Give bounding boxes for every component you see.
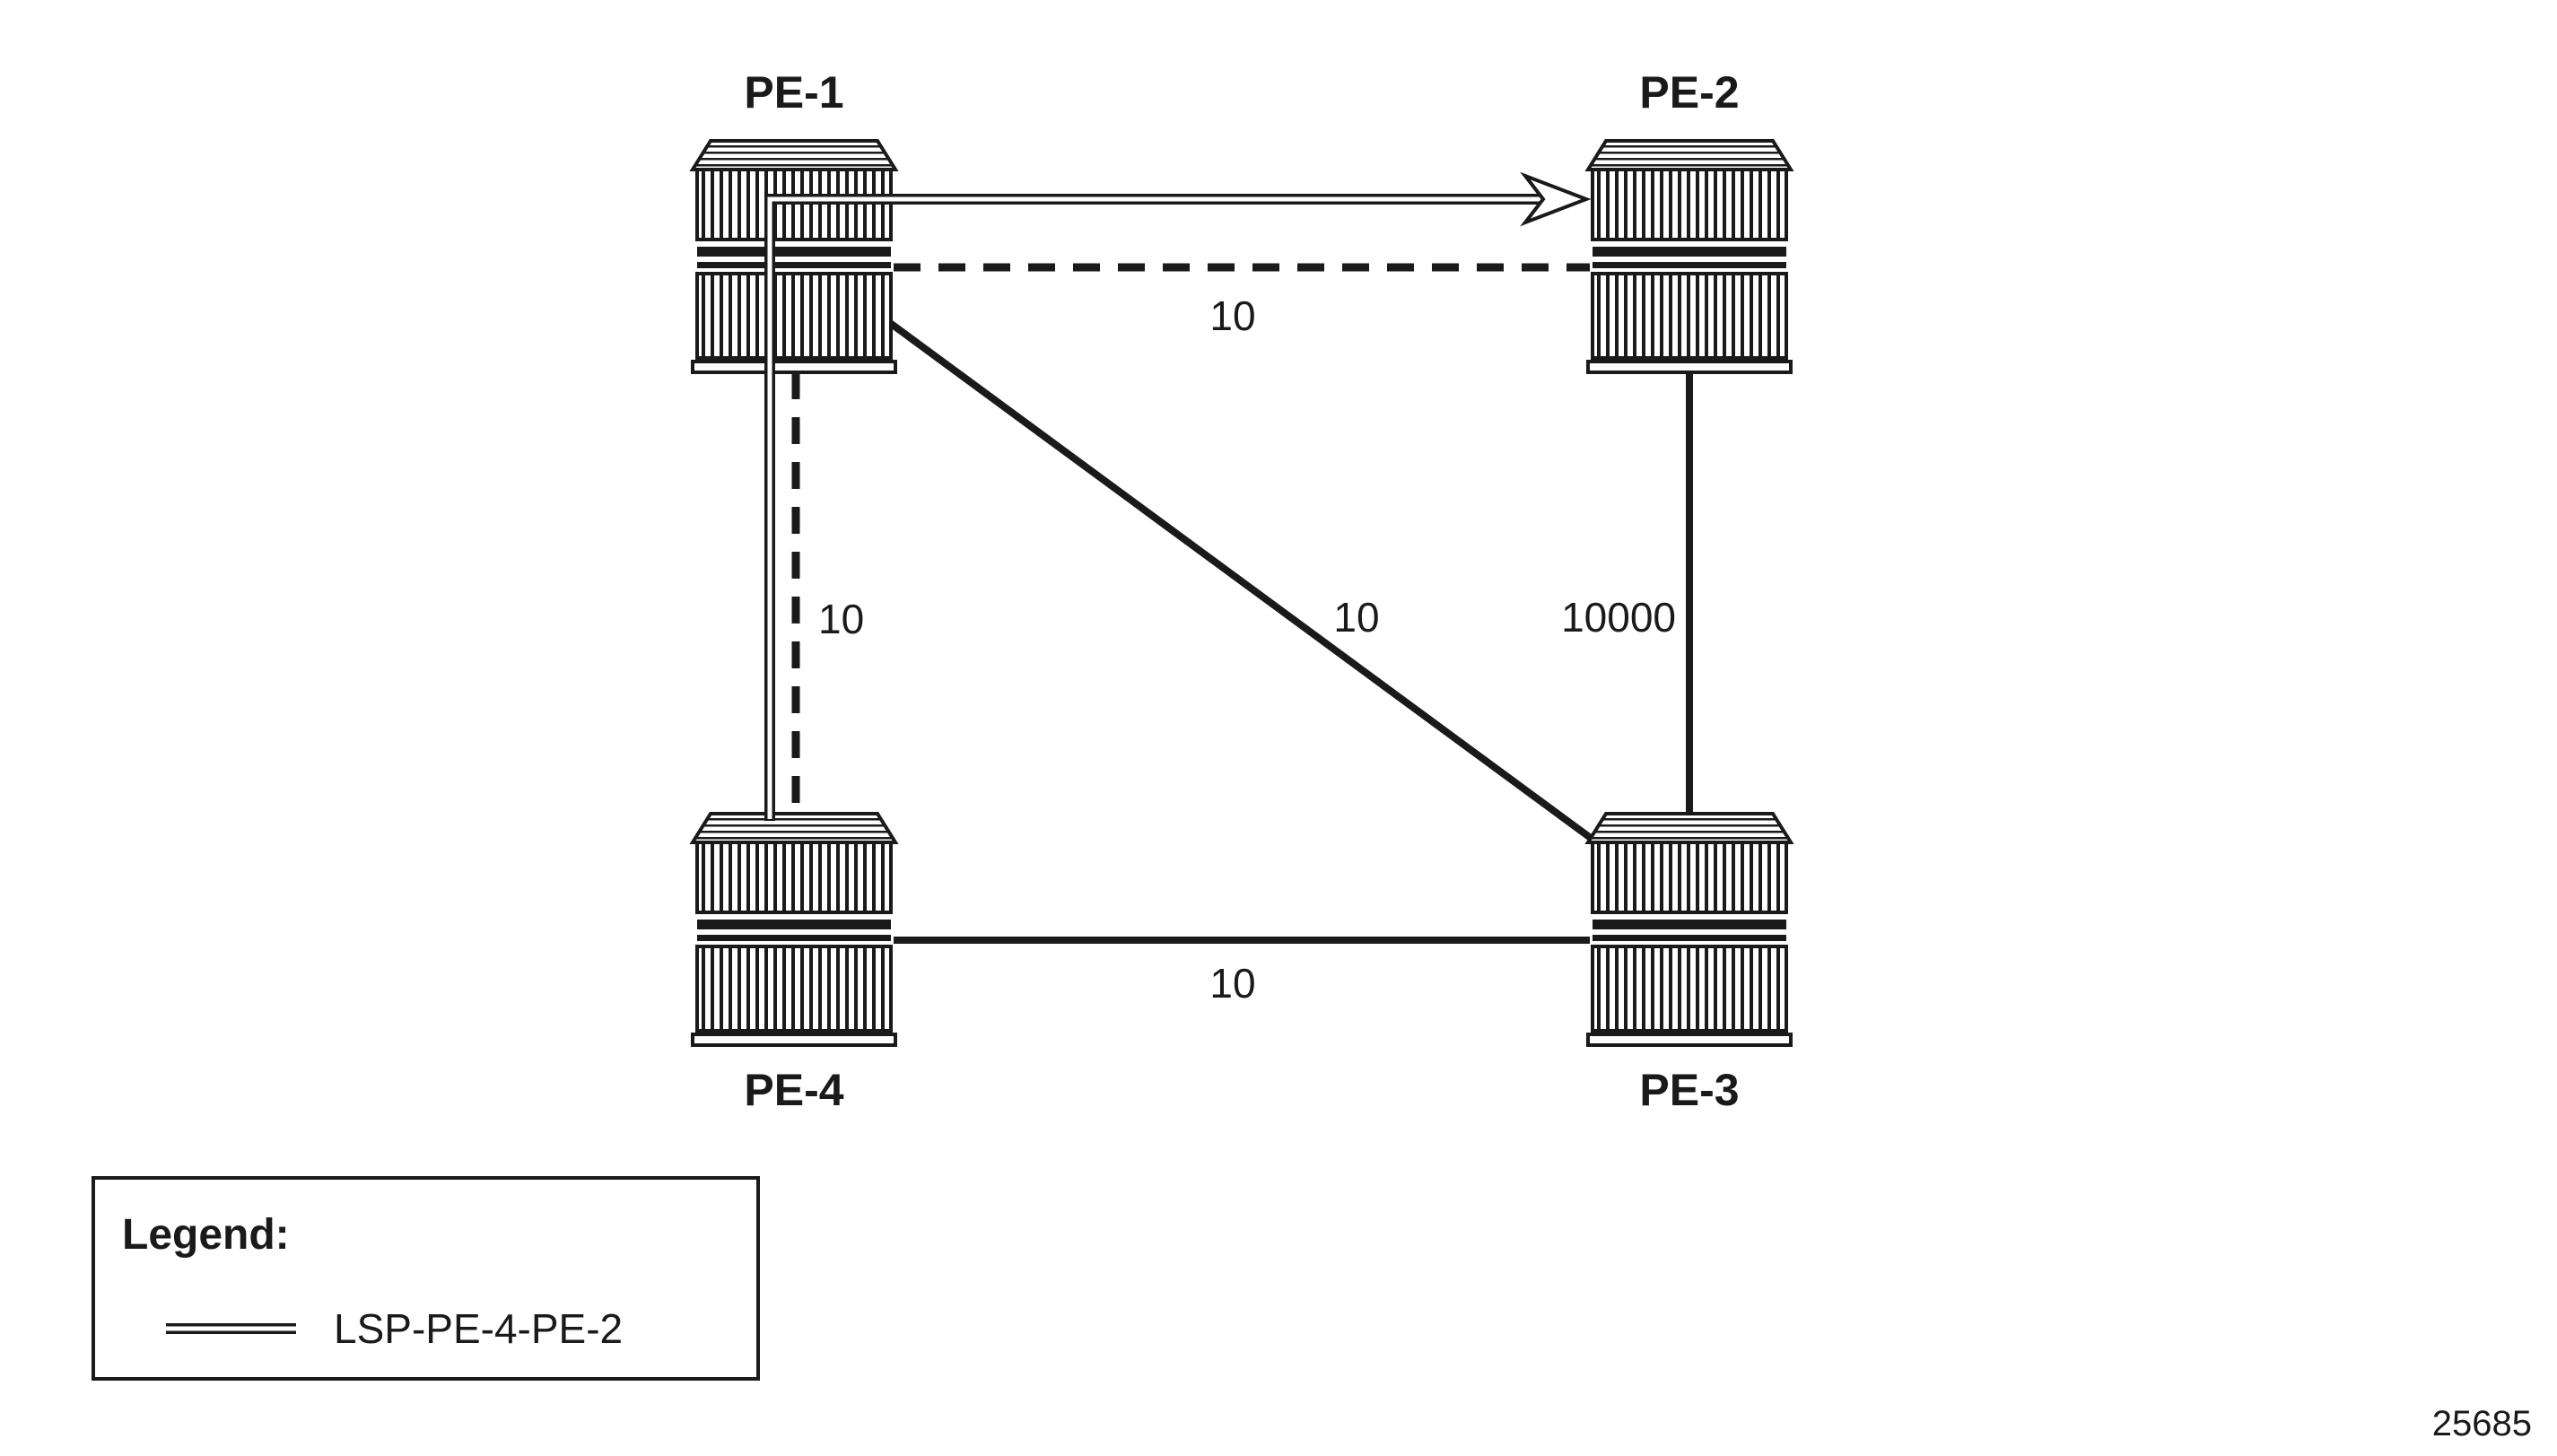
router-icon-pe-2 bbox=[1586, 139, 1793, 374]
lsp-path-inner bbox=[767, 196, 1545, 819]
legend-title: Legend: bbox=[122, 1211, 290, 1259]
cost-labels-layer: 10 10 10 10000 10 bbox=[818, 292, 1676, 1007]
lsp-path-pe4-pe2 bbox=[764, 171, 1592, 821]
nodes-layer: PE-1 PE-2 PE-4 PE-3 bbox=[691, 67, 1793, 1115]
cost-label-pe1-pe3: 10 bbox=[1333, 594, 1379, 641]
node-label-pe-3: PE-3 bbox=[1639, 1065, 1739, 1115]
node-label-pe-2: PE-2 bbox=[1639, 67, 1739, 118]
link-pe1-pe3-solid bbox=[887, 319, 1631, 869]
node-label-pe-4: PE-4 bbox=[744, 1065, 843, 1115]
router-icon-pe-1 bbox=[691, 139, 897, 374]
cost-label-pe1-pe4: 10 bbox=[818, 596, 864, 642]
legend-box bbox=[92, 1176, 760, 1381]
cost-label-pe4-pe3: 10 bbox=[1209, 960, 1255, 1007]
router-icon-pe-3 bbox=[1586, 812, 1793, 1047]
cost-label-pe2-pe3: 10000 bbox=[1561, 594, 1676, 641]
lsp-arrowhead-icon bbox=[1520, 171, 1592, 227]
legend-entry-label: LSP-PE-4-PE-2 bbox=[334, 1305, 623, 1352]
cost-label-pe1-pe2: 10 bbox=[1209, 292, 1255, 339]
node-label-pe-1: PE-1 bbox=[744, 67, 843, 118]
legend: Legend: LSP-PE-4-PE-2 bbox=[92, 1176, 760, 1381]
figure-number: 25685 bbox=[2432, 1404, 2532, 1443]
router-icon-pe-4 bbox=[691, 812, 897, 1047]
links-layer bbox=[791, 263, 1693, 944]
